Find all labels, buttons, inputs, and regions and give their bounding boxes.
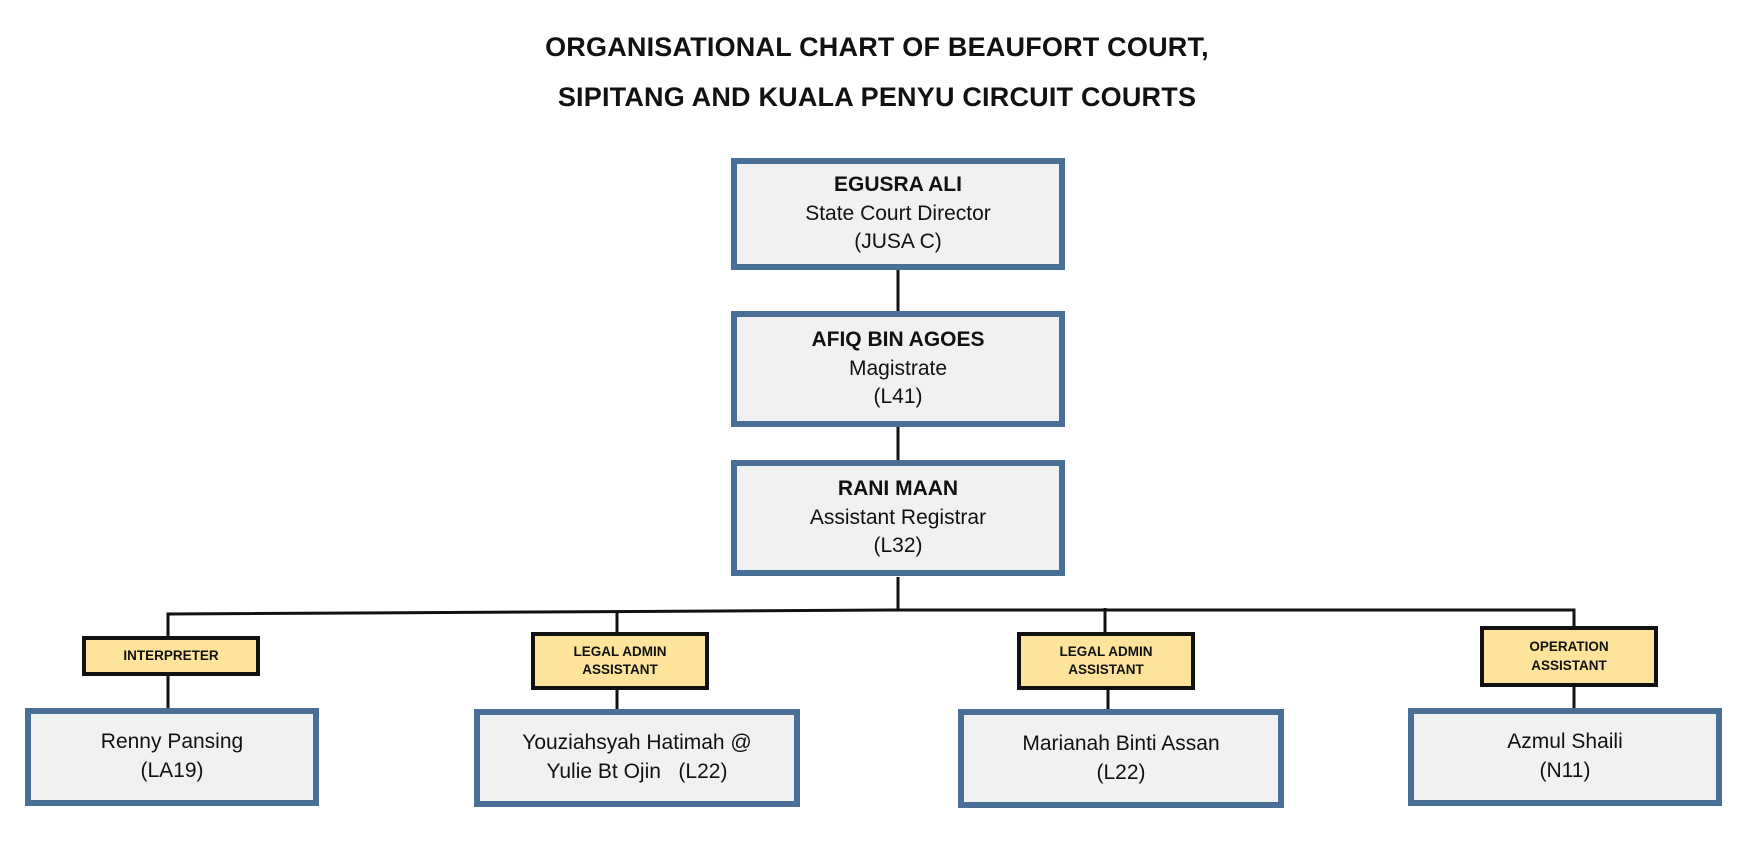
- magistrate-role: Magistrate: [848, 356, 948, 380]
- position-tag-operation: OPERATION ASSISTANT: [1480, 626, 1658, 687]
- position-tag-interpreter: INTERPRETER: [82, 636, 260, 676]
- staff-grade: (L22): [1096, 760, 1146, 784]
- staff-box-legal-admin-2: Marianah Binti Assan (L22): [958, 709, 1284, 808]
- director-box: EGUSRA ALI State Court Director (JUSA C): [731, 158, 1065, 270]
- magistrate-box: AFIQ BIN AGOES Magistrate (L41): [731, 311, 1065, 427]
- director-grade: (JUSA C): [854, 230, 942, 254]
- connector-horizontal-branch: [166, 608, 1576, 640]
- director-name: EGUSRA ALI: [834, 172, 962, 196]
- registrar-name: RANI MAAN: [837, 476, 959, 500]
- staff-box-legal-admin-1: Youziahsyah Hatimah @ Yulie Bt Ojin (L22…: [474, 709, 800, 807]
- staff-name: Marianah Binti Assan: [1022, 731, 1220, 755]
- chart-title-line-1: ORGANISATIONAL CHART OF BEAUFORT COURT,: [545, 32, 1209, 62]
- registrar-grade: (L32): [873, 534, 923, 558]
- staff-name: Azmul Shaili: [1507, 730, 1623, 754]
- registrar-role: Assistant Registrar: [809, 505, 987, 529]
- magistrate-name: AFIQ BIN AGOES: [811, 327, 985, 351]
- director-role: State Court Director: [805, 201, 991, 225]
- staff-box-interpreter: Renny Pansing (LA19): [25, 708, 319, 806]
- staff-box-operation: Azmul Shaili (N11): [1408, 708, 1722, 806]
- position-tag-legal-admin-2: LEGAL ADMIN ASSISTANT: [1017, 632, 1195, 690]
- staff-name: Youziahsyah Hatimah @: [522, 731, 752, 755]
- staff-name: Renny Pansing: [100, 730, 244, 754]
- staff-grade: Yulie Bt Ojin (L22): [546, 760, 728, 783]
- chart-title-line-2: SIPITANG AND KUALA PENYU CIRCUIT COURTS: [557, 82, 1197, 112]
- magistrate-grade: (L41): [873, 385, 923, 409]
- staff-grade: (LA19): [140, 759, 204, 782]
- staff-grade: (N11): [1539, 759, 1591, 782]
- registrar-box: RANI MAAN Assistant Registrar (L32): [731, 460, 1065, 576]
- position-tag-legal-admin-1: LEGAL ADMIN ASSISTANT: [531, 632, 709, 690]
